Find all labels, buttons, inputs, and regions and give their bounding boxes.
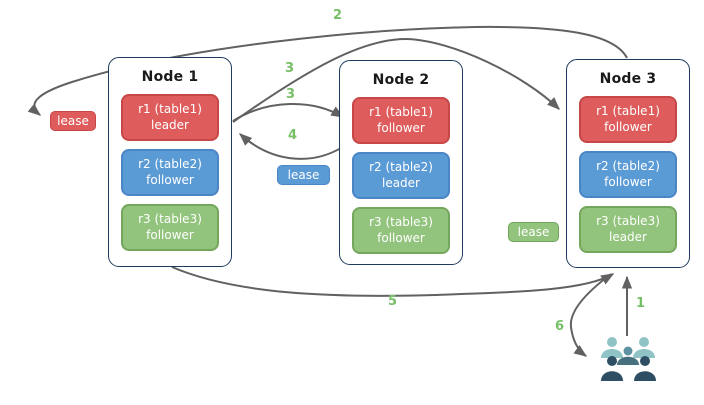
arrow-label-5: 5 (388, 294, 398, 309)
node-1-replica-r1: r1 (table1) leader (121, 94, 219, 141)
replica-role: follower (377, 120, 425, 135)
node-2-title: Node 2 (372, 72, 430, 88)
node-2: Node 2 r1 (table1) follower r2 (table2) … (339, 60, 463, 265)
lease-badge-blue: lease (277, 165, 330, 185)
node-2-replica-r3: r3 (table3) follower (352, 207, 450, 254)
replica-role: follower (146, 227, 194, 242)
node-3: Node 3 r1 (table1) follower r2 (table2) … (566, 59, 690, 268)
arrow-label-2: 2 (333, 8, 343, 23)
replica-role: follower (377, 230, 425, 245)
arrow-label-3a: 3 (285, 61, 295, 76)
node-2-replica-r1: r1 (table1) follower (352, 97, 450, 144)
replica-name: r3 (table3) (138, 211, 202, 226)
node-3-title: Node 3 (599, 71, 657, 87)
node-3-replica-r1: r1 (table1) follower (579, 96, 677, 143)
replica-role: follower (146, 172, 194, 187)
replica-role: leader (381, 175, 420, 190)
arrow-label-4: 4 (288, 128, 298, 143)
lease-badge-red: lease (50, 111, 96, 131)
arrow-3-node1-to-node2 (232, 103, 345, 122)
replica-role: leader (608, 229, 647, 244)
replica-name: r3 (table3) (596, 213, 660, 228)
node-1-replica-r3: r3 (table3) follower (121, 204, 219, 251)
arrow-5-node1-to-node3 (171, 266, 615, 297)
replica-name: r1 (table1) (596, 103, 660, 118)
arrow-label-1: 1 (636, 296, 646, 311)
replica-name: r2 (table2) (369, 159, 433, 174)
arrow-label-6: 6 (555, 319, 565, 334)
node-3-replica-r2: r2 (table2) follower (579, 151, 677, 198)
replica-name: r1 (table1) (138, 101, 202, 116)
replica-name: r1 (table1) (369, 104, 433, 119)
node-1-title: Node 1 (141, 69, 199, 85)
replica-role: leader (150, 117, 189, 132)
arrow-label-3b: 3 (286, 87, 296, 102)
node-3-replica-r3: r3 (table3) leader (579, 206, 677, 253)
node-2-replica-r2: r2 (table2) leader (352, 152, 450, 199)
lease-badge-green: lease (508, 222, 559, 242)
replica-name: r3 (table3) (369, 214, 433, 229)
replica-role: follower (604, 174, 652, 189)
users-group-icon (601, 337, 656, 381)
replica-name: r2 (table2) (138, 156, 202, 171)
replica-name: r2 (table2) (596, 158, 660, 173)
arrow-6-node3-to-users (569, 273, 612, 357)
node-1: Node 1 r1 (table1) leader r2 (table2) fo… (108, 57, 232, 267)
node-1-replica-r2: r2 (table2) follower (121, 149, 219, 196)
replica-role: follower (604, 119, 652, 134)
